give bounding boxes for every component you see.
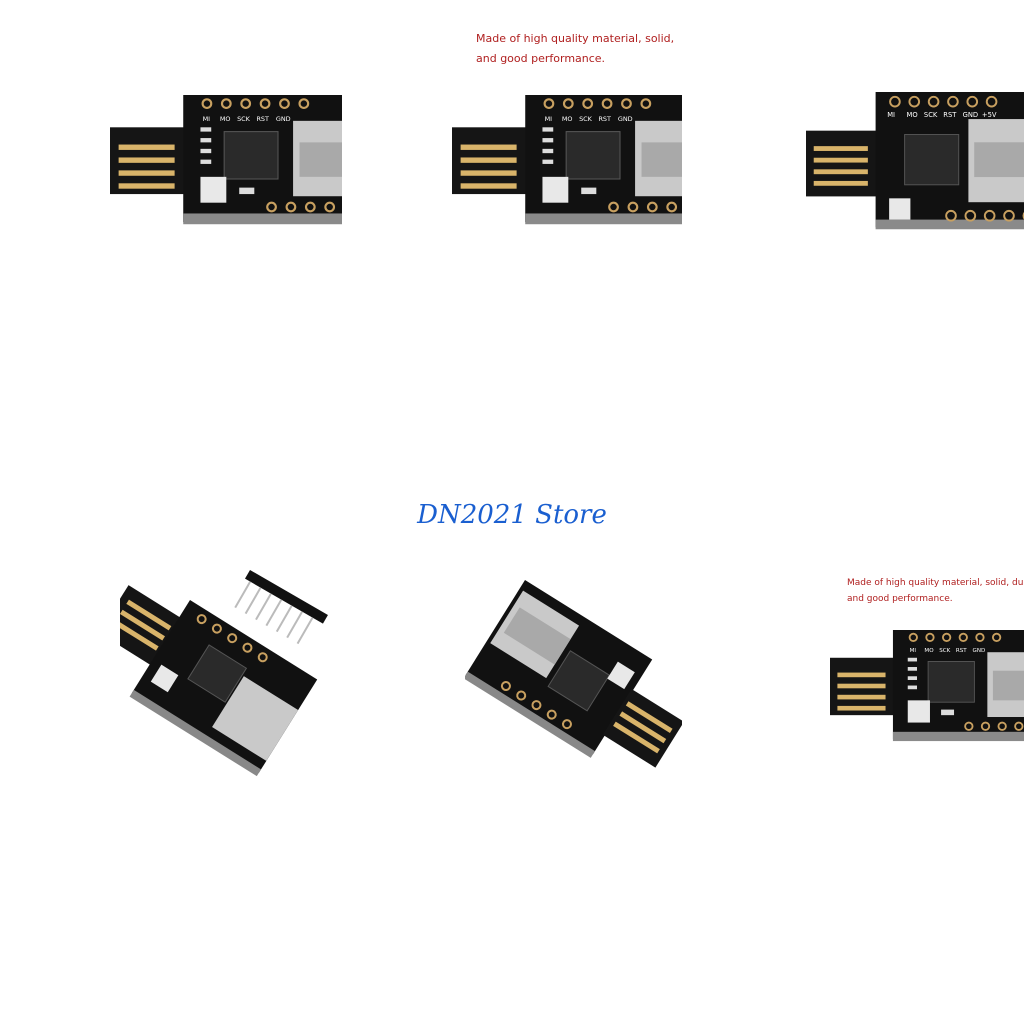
- pin-label-gnd: GND: [973, 648, 986, 654]
- pin-label-mi: MI: [910, 648, 917, 654]
- board-top-view: [830, 630, 1024, 742]
- caption-line-4: and good performance.: [847, 594, 953, 604]
- pin-label-gnd: GND: [618, 115, 633, 123]
- pin-label-mo: MO: [220, 115, 231, 123]
- caption-line-3: Made of high quality material, solid, du…: [847, 578, 1024, 588]
- pin-label-sck: SCK: [579, 115, 593, 123]
- product-photo-6: MI MO SCK RST GND: [830, 630, 1024, 742]
- product-photo-1: MI MO SCK RST GND: [110, 95, 342, 235]
- pin-label-rst: RST: [956, 648, 967, 654]
- store-name: DN2021 Store: [417, 500, 607, 530]
- pin-label-5v: +5V: [982, 111, 997, 119]
- pin-label-gnd: GND: [276, 115, 291, 123]
- pin-label-mi: MI: [203, 115, 211, 123]
- pin-label-rst: RST: [256, 115, 269, 123]
- pin-label-rst: RST: [943, 111, 957, 119]
- pin-label-mo: MO: [924, 648, 934, 654]
- pin-label-sck: SCK: [237, 115, 251, 123]
- caption-line-2: and good performance.: [476, 52, 606, 65]
- pin-label-gnd: GND: [963, 111, 978, 119]
- pin-label-mo: MO: [562, 115, 573, 123]
- pin-label-mi: MI: [545, 115, 553, 123]
- pin-label-sck: SCK: [924, 111, 938, 119]
- pin-label-mo: MO: [907, 111, 918, 119]
- product-photo-3: MI MO SCK RST GND +5V: [806, 92, 1024, 237]
- pin-label-rst: RST: [598, 115, 611, 123]
- pin-label-sck: SCK: [939, 648, 950, 654]
- caption-line-1: Made of high quality material, solid,: [476, 32, 675, 45]
- product-photo-2: MI MO SCK RST GND: [452, 95, 682, 235]
- pin-label-mi: MI: [887, 111, 895, 119]
- product-photo-5: [465, 570, 682, 780]
- product-photo-4: [120, 560, 342, 790]
